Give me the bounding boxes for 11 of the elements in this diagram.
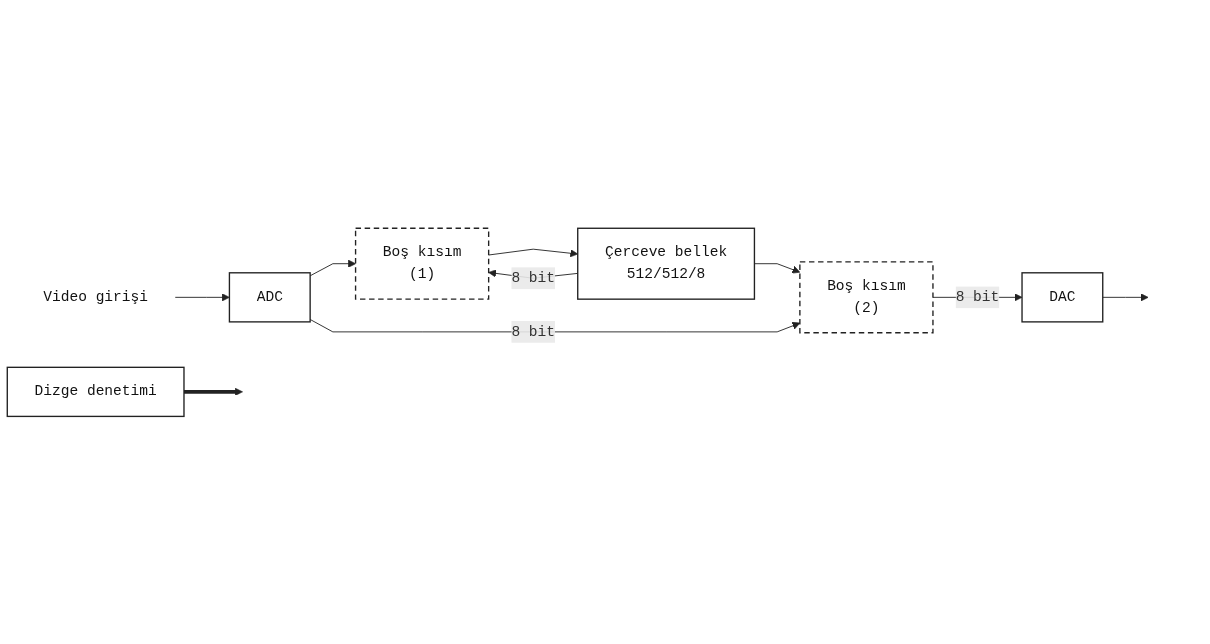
node-box: Dizge denetimi: [6, 366, 185, 417]
node-box: ADC: [228, 271, 311, 323]
arrow: [184, 387, 243, 396]
node-box: Boş kısım (1): [354, 227, 490, 300]
node-box: Boş kısım (2): [799, 260, 934, 334]
edge-label: 8 bit: [511, 323, 556, 340]
node-box: Çerceve bellek 512/512/8: [577, 227, 756, 300]
edge-label: 8 bit: [955, 288, 1000, 306]
node-text: Video girişi: [43, 288, 148, 306]
edge-label: 8 bit: [511, 269, 556, 287]
node-box: DAC: [1021, 271, 1104, 323]
